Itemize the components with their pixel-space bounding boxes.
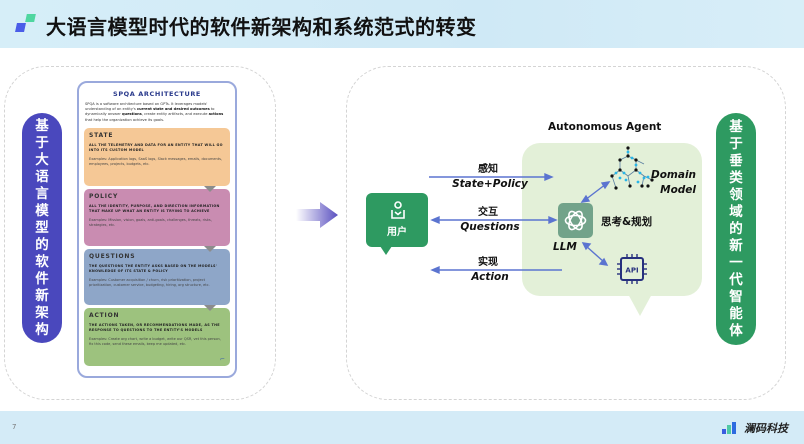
llm-domain-arrow xyxy=(584,183,607,201)
vertical-label-char: 代 xyxy=(729,271,743,288)
llm-label: LLM xyxy=(553,241,577,253)
down-arrow-icon xyxy=(204,304,216,311)
user-icon xyxy=(391,201,405,219)
brand-bars-icon xyxy=(722,422,740,434)
llm-node xyxy=(558,203,593,238)
vertical-label-char: 基 xyxy=(35,117,49,134)
vertical-label-char: 领 xyxy=(729,186,743,203)
card-title: ACTION xyxy=(89,311,120,319)
card-title: STATE xyxy=(89,131,114,139)
domain-label-line: Domain xyxy=(651,169,697,181)
api-label: API xyxy=(625,267,638,275)
policy-card: POLICY ALL THE IDENTITY, PURPOSE, AND DI… xyxy=(84,188,230,252)
card-title: POLICY xyxy=(89,192,119,200)
down-arrow-icon xyxy=(204,185,216,192)
vertical-label-char: 型 xyxy=(35,219,49,236)
vertical-label-char: 语 xyxy=(35,168,49,185)
vertical-label-char: 基 xyxy=(729,118,743,135)
card-description: THE ACTIONS TAKEN, OR RECOMMENDATIONS MA… xyxy=(89,322,220,332)
intro-text: to dynamically answer xyxy=(85,107,215,117)
llm-api-arrow xyxy=(585,245,605,263)
left-vertical-label: 基于大语言模型的软件新架构 xyxy=(22,113,62,343)
vertical-label-char: 新 xyxy=(729,237,743,254)
plan-label: 思考&规划 xyxy=(601,216,653,228)
flow-label-perceive: 感知 xyxy=(478,164,498,175)
action-card: ACTION THE ACTIONS TAKEN, OR RECOMMENDAT… xyxy=(84,307,230,366)
flow-sub-action: Action xyxy=(471,271,509,283)
vertical-label-char: 的 xyxy=(729,220,743,237)
domain-label-line: Model xyxy=(660,184,697,196)
card-examples: Examples: Application logs, SaaS logs, S… xyxy=(89,156,223,166)
intro-emphasis: questions xyxy=(121,112,142,117)
right-panel xyxy=(346,66,786,400)
card-title: QUESTIONS xyxy=(89,252,136,260)
agent-bubble-tail xyxy=(628,294,652,316)
vertical-label-char: 件 xyxy=(35,270,49,287)
intro-text: SPQA is a software architecture based on… xyxy=(85,102,208,112)
left-panel xyxy=(4,66,276,400)
right-vertical-label: 基于垂类领域的新一代智能体 xyxy=(716,113,756,345)
state-card: STATE ALL THE TELEMETRY AND DATA FOR AN … xyxy=(84,127,230,192)
page-number: 7 xyxy=(12,423,17,431)
arrowhead-right-icon xyxy=(548,215,558,225)
brand-logo: 澜码科技 xyxy=(722,421,788,435)
vertical-label-char: 软 xyxy=(35,253,49,270)
vertical-label-char: 的 xyxy=(35,236,49,253)
vertical-label-char: 智 xyxy=(729,288,743,305)
intro-emphasis: actions xyxy=(208,112,224,117)
user-node: 用户 xyxy=(366,193,428,255)
vertical-label-char: 构 xyxy=(35,321,49,338)
vertical-label-char: 域 xyxy=(729,203,743,220)
domain-model-label: Domain Model xyxy=(651,168,696,198)
vertical-label-char: 一 xyxy=(729,254,743,271)
vertical-label-char: 架 xyxy=(35,304,49,321)
card-examples: Examples: Create org chart, write a budg… xyxy=(89,336,221,346)
slide-footer: 7 澜码科技 xyxy=(0,411,804,444)
card-description: ALL THE TELEMETRY AND DATA FOR AN ENTITY… xyxy=(89,142,223,152)
author-logo-icon: ⌐ xyxy=(219,355,225,363)
vertical-label-char: 体 xyxy=(729,322,743,339)
flow-sub-state-policy: State+Policy xyxy=(452,178,528,190)
user-label: 用户 xyxy=(387,227,407,238)
brand-name: 澜码科技 xyxy=(744,422,788,435)
card-description: ALL THE IDENTITY, PURPOSE, AND DIRECTION… xyxy=(89,203,220,213)
vertical-label-char: 垂 xyxy=(729,152,743,169)
vertical-label-char: 于 xyxy=(729,135,743,152)
slide-header: 大语言模型时代的软件新架构和系统范式的转变 xyxy=(0,0,804,48)
card-description: THE QUESTIONS THE ENTITY ASKS BASED ON T… xyxy=(89,263,218,273)
questions-card: QUESTIONS THE QUESTIONS THE ENTITY ASKS … xyxy=(84,248,230,311)
page-title: 大语言模型时代的软件新架构和系统范式的转变 xyxy=(46,15,477,39)
arrowhead-left-icon xyxy=(430,215,440,225)
intro-text: that help the organization achieve its g… xyxy=(85,117,165,122)
api-chip-icon: API xyxy=(617,254,647,284)
intro-text: , create entity artifacts, and execute xyxy=(141,112,209,117)
card-examples: Examples: Mission, vision, goals, anti-g… xyxy=(89,217,212,227)
flow-label-action: 实现 xyxy=(478,257,498,268)
transition-arrow-icon xyxy=(296,202,338,228)
card-examples: Examples: Customer acquisition / churn, … xyxy=(89,277,210,287)
vertical-label-char: 类 xyxy=(729,169,743,186)
domain-model-graph-icon xyxy=(610,146,654,190)
spqa-architecture-card: SPQA ARCHITECTURE SPQA is a software arc… xyxy=(77,81,237,378)
vertical-label-char: 能 xyxy=(729,305,743,322)
flow-label-interact: 交互 xyxy=(478,207,498,218)
intro-emphasis: current state and desired outcomes xyxy=(136,107,210,112)
spqa-intro: SPQA is a software architecture based on… xyxy=(84,102,230,123)
openai-icon xyxy=(564,210,587,231)
down-arrow-icon xyxy=(204,245,216,252)
vertical-label-char: 言 xyxy=(35,185,49,202)
vertical-label-char: 大 xyxy=(35,151,49,168)
arrowhead-left-icon xyxy=(430,265,440,275)
vertical-label-char: 于 xyxy=(35,134,49,151)
flow-sub-questions: Questions xyxy=(460,221,520,233)
agent-title: Autonomous Agent xyxy=(548,121,662,133)
arrowhead-right-icon xyxy=(544,172,554,182)
vertical-label-char: 模 xyxy=(35,202,49,219)
vertical-label-char: 新 xyxy=(35,287,49,304)
spqa-title: SPQA ARCHITECTURE xyxy=(113,90,201,98)
